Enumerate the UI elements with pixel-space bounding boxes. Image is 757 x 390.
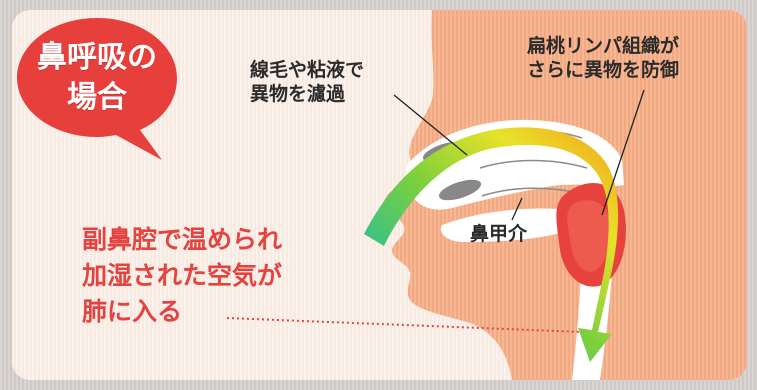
- main-caption: 副鼻腔で温められ 加湿された空気が 肺に入る: [82, 222, 282, 330]
- main-caption-line-1: 副鼻腔で温められ: [82, 225, 283, 254]
- tonsil-label: 扁桃リンパ組織が さらに異物を防御: [527, 34, 679, 82]
- illustration-card: 鼻呼吸の 場合 線毛や粘液で 異物を濾過 扁桃リンパ組織が さらに異物を防御 鼻…: [12, 10, 747, 380]
- turbinate-label: 鼻甲介: [470, 223, 528, 245]
- oral-cavity: [440, 208, 584, 242]
- main-caption-line-2: 加湿された空気が: [82, 261, 283, 290]
- lung-dotted-line: [226, 317, 583, 333]
- tonsil-label-line-1: 扁桃リンパ組織が: [527, 35, 680, 57]
- cilia-label-line-1: 線毛や粘液で: [250, 59, 365, 81]
- title-line-2: 場合: [67, 80, 127, 115]
- main-caption-line-3: 肺に入る: [82, 297, 183, 326]
- nasal-breathing-diagram: [17, 10, 747, 380]
- cilia-label: 線毛や粘液で 異物を濾過: [250, 58, 364, 106]
- cilia-label-line-2: 異物を濾過: [250, 83, 346, 105]
- tonsil-label-line-2: さらに異物を防御: [527, 59, 680, 81]
- title-bubble: 鼻呼吸の 場合: [12, 18, 182, 138]
- turbinate-leader-line: [511, 197, 523, 221]
- tonsil-leader-line: [601, 89, 645, 216]
- title-bubble-shape: [17, 18, 177, 160]
- airflow-arrow: [364, 127, 619, 362]
- cilia-leader-line: [393, 94, 468, 156]
- title-line-1: 鼻呼吸の: [37, 40, 157, 75]
